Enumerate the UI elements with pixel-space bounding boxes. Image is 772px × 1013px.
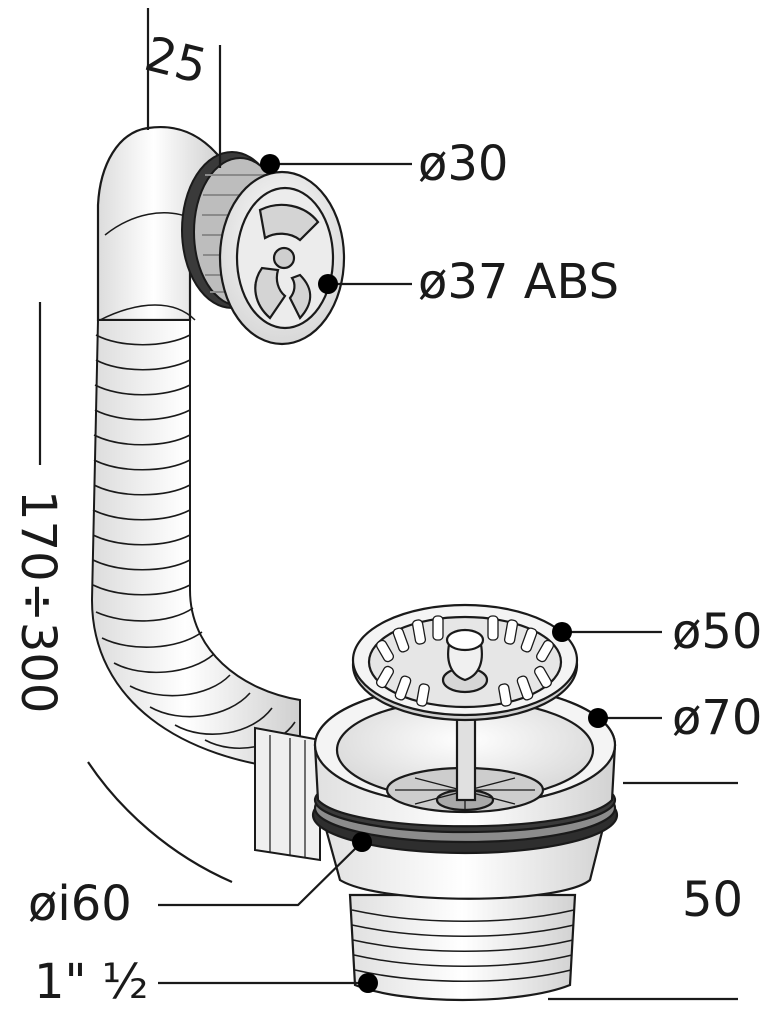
dim-thread-size: 1" ½ xyxy=(34,954,149,1010)
dim-overflow-diameter: ø30 xyxy=(418,136,509,192)
leader-dots xyxy=(260,154,608,993)
dot-strainer-50 xyxy=(552,622,572,642)
dim-flange-diameter: ø70 xyxy=(672,690,763,746)
flexible-hose xyxy=(90,319,301,772)
dot-body-60 xyxy=(352,832,372,852)
dim-drain-height: 50 xyxy=(682,872,744,928)
dot-overflow-37 xyxy=(318,274,338,294)
dim-hose-length: 170÷300 xyxy=(10,490,66,714)
leader-lines xyxy=(158,162,662,985)
hose-coupling xyxy=(254,726,321,862)
dim-overflow-width: 25 xyxy=(139,26,213,96)
dim-strainer-diameter: ø50 xyxy=(672,604,763,660)
dim-overflow-flange: ø37 ABS xyxy=(418,254,620,310)
dim-body-inner-diameter: øi60 xyxy=(28,876,132,932)
strainer-basket xyxy=(351,603,579,802)
dimension-lines xyxy=(38,8,738,1001)
dot-thread xyxy=(358,973,378,993)
dot-flange-70 xyxy=(588,708,608,728)
dot-overflow-30 xyxy=(260,154,280,174)
overflow-grille xyxy=(218,170,346,346)
